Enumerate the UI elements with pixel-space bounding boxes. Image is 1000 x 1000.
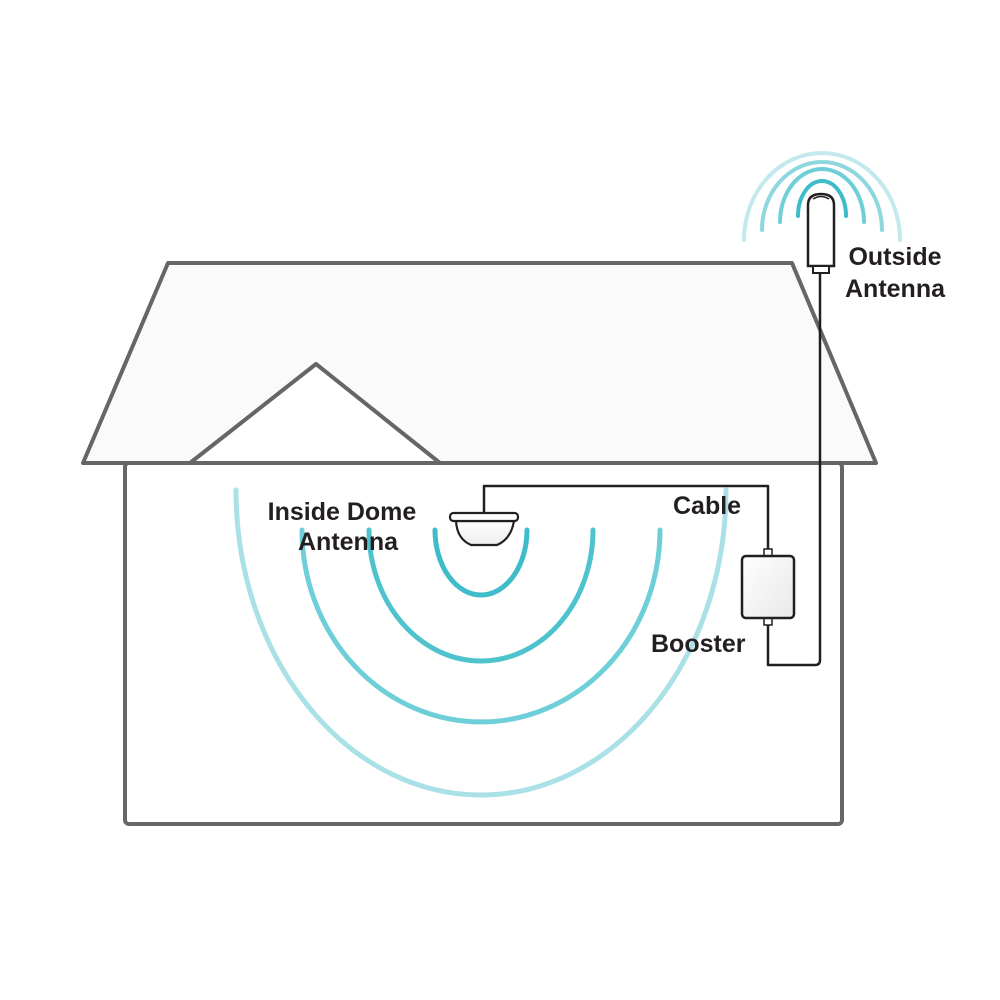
inside-dome-label-line1: Inside Dome	[268, 498, 417, 526]
outside-signal-wave-2	[778, 167, 866, 224]
cable-booster-to-dome	[482, 484, 770, 555]
outside-antenna-cap	[812, 195, 830, 200]
dome-antenna-rim	[448, 511, 520, 523]
dome-antenna-body	[454, 519, 516, 547]
booster-label: Booster	[651, 630, 746, 658]
diagram-labels: Outside Antenna Inside Dome Antenna Cabl…	[268, 243, 946, 658]
outside-signal-wave-3	[760, 160, 884, 232]
outside-antenna-label-line1: Outside	[848, 243, 941, 271]
inside-dome-label-line2: Antenna	[298, 528, 399, 556]
inside-signal-waves	[233, 487, 729, 798]
outside-antenna-base	[812, 265, 830, 274]
inside-signal-wave-1	[432, 527, 530, 598]
outside-signal-waves	[742, 151, 902, 242]
inside-signal-wave-2	[366, 527, 596, 664]
booster-box	[740, 554, 796, 620]
outside-antenna-body	[806, 192, 836, 268]
inside-signal-wave-3	[299, 527, 663, 725]
outside-antenna-label-line2: Antenna	[845, 275, 946, 303]
cable-outside-to-booster	[766, 272, 822, 667]
booster-unit	[740, 548, 796, 626]
outside-signal-wave-4	[742, 151, 902, 242]
inside-dome-antenna	[448, 511, 520, 547]
inside-signal-wave-4	[233, 487, 729, 798]
house-roof	[81, 261, 878, 465]
outside-antenna	[806, 192, 836, 274]
outside-signal-wave-1	[796, 179, 848, 218]
cable-label: Cable	[673, 492, 741, 520]
cable-lines	[482, 272, 822, 667]
